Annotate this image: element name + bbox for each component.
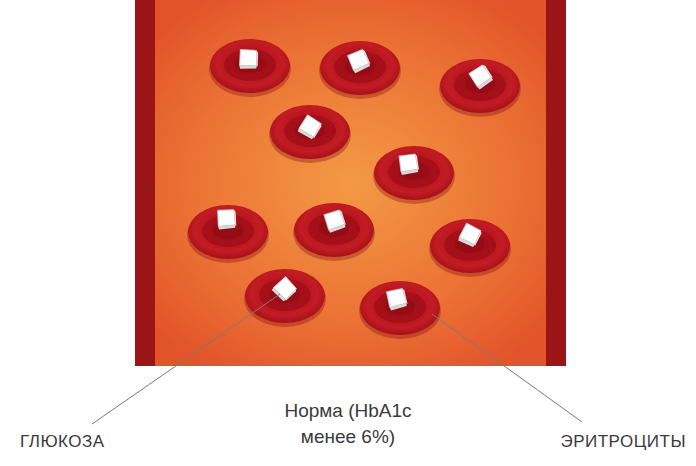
leader-line [432,314,582,422]
red-blood-cells [187,39,521,339]
leader-line [92,294,280,424]
callout-label: ЭРИТРОЦИТЫ [560,432,686,452]
callout-label: ГЛЮКОЗА [20,432,105,452]
caption: Норма (HbA1c менее 6%) [258,398,438,449]
